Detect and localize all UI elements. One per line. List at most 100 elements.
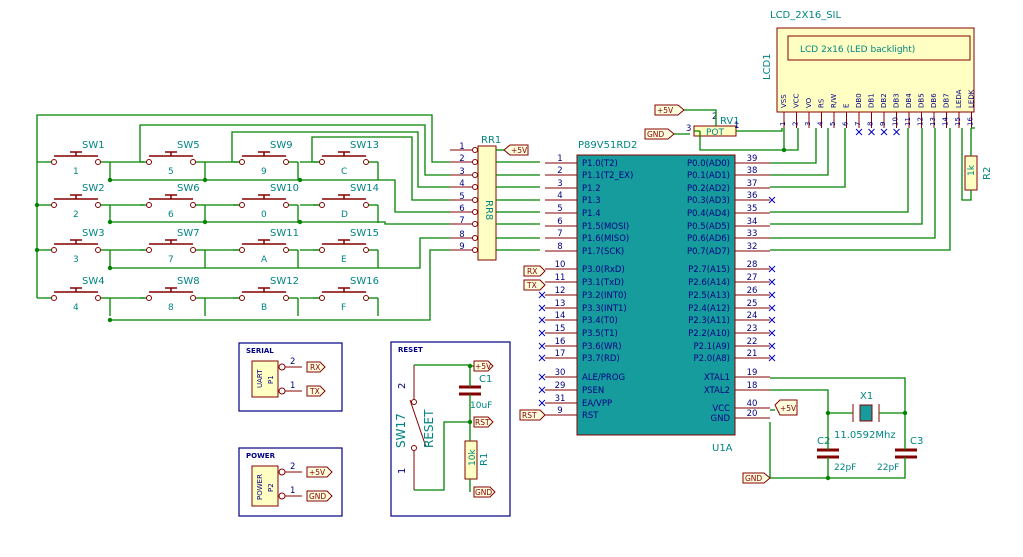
lcd-module[interactable]: LCD 2x16 (LED backlight) LCD_2X16_SIL LC… [762, 10, 976, 136]
potentiometer-rv1[interactable]: POT RV1 1 2 3 [686, 112, 740, 138]
mcu-pin-name-17: P3.7(RD) [582, 354, 620, 364]
mcu-pin-num-29: 29 [555, 381, 566, 391]
lcd-pin-num-3: 3 [804, 122, 812, 126]
r1-ref: R1 [479, 453, 490, 466]
keypad-key-sw1[interactable]: SW11 [45, 140, 111, 180]
mcu-pin-name-23: P2.2(A10) [688, 329, 730, 339]
mcu-pin-num-32: 32 [747, 242, 758, 252]
mcu-pin-name-6: P1.5(MOSI) [582, 222, 629, 232]
mcu-pin-num-28: 28 [747, 260, 758, 270]
flag-gnd-mcu-text: GND [745, 474, 762, 483]
mcu-pin-name-8: P1.7(SCK) [582, 247, 624, 257]
flag-tx-mcu-text: TX [526, 281, 537, 290]
lcd-pin-num-11: 11 [904, 117, 912, 126]
flag-gnd-pot-text: GND [647, 130, 664, 139]
reset-title: RESET [398, 346, 423, 354]
mcu-pin-num-25: 25 [747, 299, 758, 309]
mcu-pin-name-26: P2.5(A13) [688, 291, 730, 301]
mcu-pin-num-18: 18 [747, 381, 758, 391]
lcd-pin-name-3: VO [805, 97, 813, 108]
rr1-ref: RR1 [481, 135, 501, 146]
reset-net-rst: RST [475, 418, 490, 427]
power-pin-1: 1 [290, 486, 295, 496]
mcu-pin-num-19: 19 [747, 368, 758, 378]
mcu-pin-name-33: P0.6(AD6) [687, 234, 730, 244]
keypad-key-label: 1 [73, 167, 79, 177]
keypad-key-label: E [341, 255, 347, 265]
capacitor-c3[interactable]: C3 22pF [877, 436, 923, 473]
mcu-pin-num-4: 4 [557, 191, 562, 201]
mcu-ref: U1A [712, 443, 733, 454]
lcd-pin-num-2: 2 [792, 122, 800, 126]
serial-pin-1: 1 [290, 381, 295, 391]
mcu-pin-name-37: P0.2(AD2) [687, 184, 730, 194]
resistor-r2[interactable]: 1k R2 [964, 155, 993, 191]
capacitor-c2[interactable]: C2 22pF [817, 436, 856, 473]
rr1-pin-1: 1 [459, 142, 464, 152]
power-conn: POWER [256, 474, 264, 500]
lcd-pin-num-13: 13 [929, 117, 937, 126]
mcu-pin-num-1: 1 [557, 154, 562, 164]
mcu-pin-name-4: P1.3 [582, 196, 601, 206]
lcd-display-text: LCD 2x16 (LED backlight) [800, 45, 915, 55]
mcu-pin-num-3: 3 [557, 179, 562, 189]
mcu-pin-num-16: 16 [555, 337, 566, 347]
keypad-key-ref: SW10 [270, 183, 299, 194]
keypad-key-label: 2 [73, 210, 79, 220]
lcd-pin-name-16: LEDK [968, 89, 976, 108]
lcd-pin-num-5: 5 [829, 122, 837, 126]
mcu-pin-num-7: 7 [557, 229, 562, 239]
r2-value: 1k [967, 164, 977, 176]
mcu-pin-name-35: P0.4(AD4) [687, 209, 730, 219]
mcu-pin-num-22: 22 [747, 337, 758, 347]
mcu-pin-num-14: 14 [555, 311, 566, 321]
mcu-pin-name-39: P0.0(AD0) [687, 159, 730, 169]
lcd-pin-name-2: VCC [793, 93, 801, 108]
c1-value: 10uF [470, 401, 492, 411]
lcd-value: LCD_2X16_SIL [770, 10, 841, 21]
lcd-pin-num-8: 8 [867, 122, 875, 126]
keypad-key-ref: SW4 [82, 276, 105, 287]
lcd-pin-name-7: DB0 [855, 93, 863, 108]
mcu-pin-num-36: 36 [747, 191, 758, 201]
mcu-pin-name-10: P3.0(RxD) [582, 265, 625, 275]
c2-value: 22pF [834, 463, 856, 473]
rr1-pin-8: 8 [459, 230, 464, 240]
mcu-pin-name-18: XTAL2 [704, 386, 730, 396]
power-title: POWER [246, 452, 276, 460]
mcu-pin-name-20: GND [711, 414, 731, 424]
serial-net-tx: TX [309, 387, 320, 396]
r2-ref: R2 [982, 167, 993, 180]
lcd-pin-num-1: 1 [779, 122, 787, 126]
keypad-key-ref: SW3 [82, 228, 105, 239]
mcu-pin-num-40: 40 [747, 399, 758, 409]
power-net-gnd: GND [309, 492, 326, 501]
flag-vcc-pot-text: +5V [657, 106, 674, 115]
reset-block: RESET SW17 RESET 2 1 C1 10uF 10k R1 +5V … [390, 341, 511, 517]
lcd-pin-name-11: DB4 [905, 93, 913, 108]
lcd-pin-num-4: 4 [817, 121, 825, 126]
mcu-pin-num-15: 15 [555, 324, 566, 334]
crystal-x1[interactable]: X1 11.0592Mhz [834, 391, 896, 441]
flag-rx-mcu-text: RX [527, 267, 537, 276]
mcu-pin-name-13: P3.3(INT1) [582, 304, 627, 314]
keypad-key-label: D [341, 210, 348, 220]
